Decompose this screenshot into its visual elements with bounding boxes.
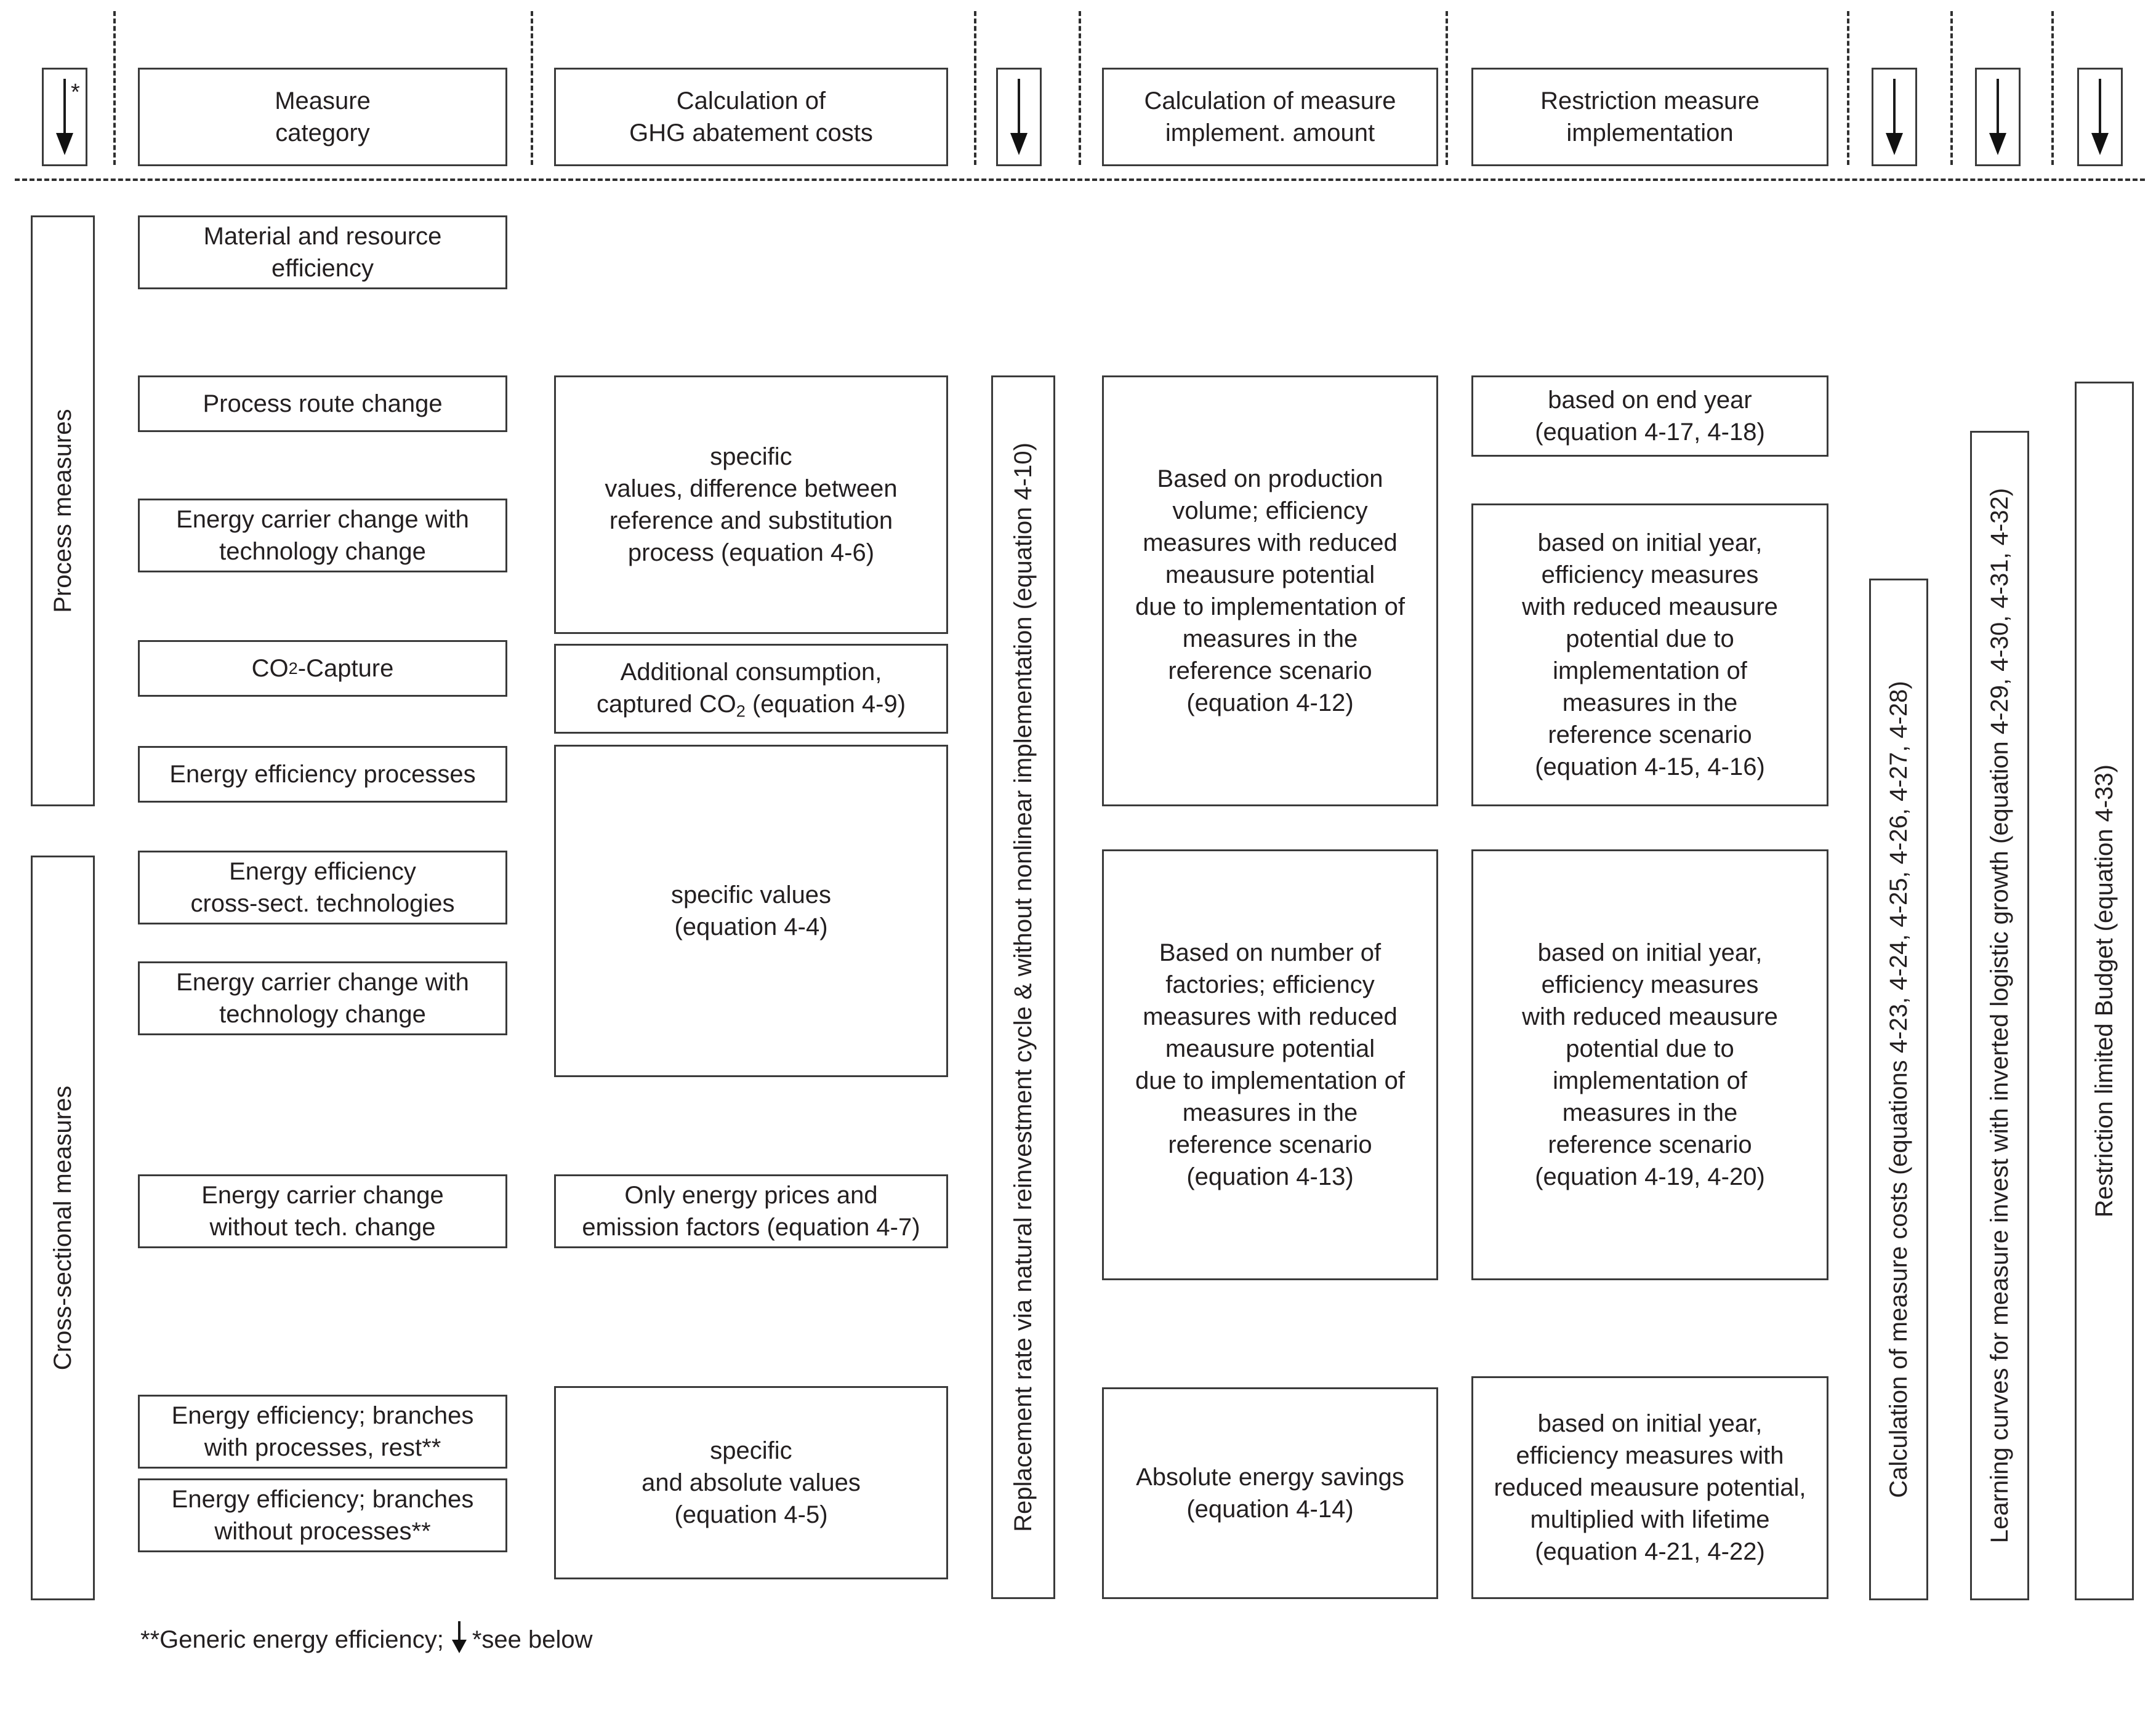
header-arrow-5-box xyxy=(2077,68,2123,166)
measure-costs-label: Calculation of measure costs (equations … xyxy=(1885,681,1912,1498)
footnote-down-arrow-icon xyxy=(450,1620,469,1659)
header-arrow-4-box xyxy=(1975,68,2021,166)
measure-category-energy-efficiency-processes[interactable]: Energy efficiency processes xyxy=(138,746,507,803)
replacement-rate-label: Replacement rate via natural reinvestmen… xyxy=(1010,443,1037,1532)
header-arrow-star-box: * xyxy=(42,68,87,166)
ghg-cost-additional-consumption-captured-co2[interactable]: Additional consumption,captured CO2 (equ… xyxy=(554,644,948,734)
restriction-based-on-initial-year-4-15[interactable]: based on initial year, efficiency measur… xyxy=(1471,503,1828,806)
header-measure-implement-amount: Calculation of measure implement. amount xyxy=(1102,68,1438,166)
column-separator-3 xyxy=(974,11,976,165)
header-bottom-separator xyxy=(15,178,2145,181)
asterisk-note: * xyxy=(71,79,80,105)
measure-category-material-resource-efficiency[interactable]: Material and resource efficiency xyxy=(138,215,507,289)
implement-amount-based-on-number-of-factories[interactable]: Based on number of factories; efficiency… xyxy=(1102,849,1438,1280)
group-label-cross-sectional-measures: Cross-sectional measures xyxy=(49,1085,76,1371)
column-separator-5 xyxy=(1446,11,1448,165)
restriction-limited-budget-label: Restriction limited Budget (equation 4-3… xyxy=(2091,764,2118,1217)
ghg-cost-only-energy-prices[interactable]: Only energy prices and emission factors … xyxy=(554,1174,948,1248)
footnote-text-before: **Generic energy efficiency; xyxy=(140,1626,444,1653)
implement-amount-based-on-production-volume[interactable]: Based on production volume; efficiency m… xyxy=(1102,375,1438,806)
column-separator-8 xyxy=(2051,11,2054,165)
column-separator-2 xyxy=(531,11,533,165)
measure-category-energy-carrier-change-with-tech-2[interactable]: Energy carrier change with technology ch… xyxy=(138,961,507,1035)
column-separator-4 xyxy=(1079,11,1081,165)
restriction-based-on-end-year[interactable]: based on end year (equation 4-17, 4-18) xyxy=(1471,375,1828,457)
header-ghg-abatement-costs: Calculation of GHG abatement costs xyxy=(554,68,948,166)
measure-category-process-route-change[interactable]: Process route change xyxy=(138,375,507,432)
group-band-process-measures: Process measures xyxy=(31,215,95,806)
header-measure-category: Measure category xyxy=(138,68,507,166)
measure-category-energy-efficiency-branches-with-processes[interactable]: Energy efficiency; branches with process… xyxy=(138,1395,507,1469)
replacement-rate-column: Replacement rate via natural reinvestmen… xyxy=(991,375,1055,1599)
measure-category-energy-carrier-change-without-tech[interactable]: Energy carrier change without tech. chan… xyxy=(138,1174,507,1248)
ghg-cost-specific-and-absolute-values[interactable]: specific and absolute values (equation 4… xyxy=(554,1386,948,1579)
header-restriction-measure-implementation: Restriction measure implementation xyxy=(1471,68,1828,166)
group-label-process-measures: Process measures xyxy=(49,409,76,613)
header-arrow-2-box xyxy=(996,68,1042,166)
measure-costs-column: Calculation of measure costs (equations … xyxy=(1869,579,1928,1600)
restriction-limited-budget-column: Restriction limited Budget (equation 4-3… xyxy=(2075,382,2134,1600)
ghg-cost-specific-values-eq-4-4[interactable]: specific values (equation 4-4) xyxy=(554,745,948,1077)
footnote-row: **Generic energy efficiency; *see below xyxy=(140,1620,593,1659)
measure-category-energy-efficiency-branches-without-processes[interactable]: Energy efficiency; branches without proc… xyxy=(138,1478,507,1552)
implement-amount-absolute-energy-savings[interactable]: Absolute energy savings (equation 4-14) xyxy=(1102,1387,1438,1599)
column-separator-6 xyxy=(1847,11,1849,165)
restriction-based-on-initial-year-4-21[interactable]: based on initial year, efficiency measur… xyxy=(1471,1376,1828,1599)
group-band-cross-sectional-measures: Cross-sectional measures xyxy=(31,856,95,1600)
footnote-text-after: *see below xyxy=(472,1626,593,1653)
ghg-cost-specific-values-difference[interactable]: specific values, difference between refe… xyxy=(554,375,948,634)
learning-curves-label: Learning curves for measure invest with … xyxy=(1986,487,2013,1544)
column-separator-7 xyxy=(1950,11,1953,165)
measure-category-energy-carrier-change-with-tech-1[interactable]: Energy carrier change with technology ch… xyxy=(138,499,507,572)
header-arrow-3-box xyxy=(1872,68,1917,166)
restriction-based-on-initial-year-4-19[interactable]: based on initial year, efficiency measur… xyxy=(1471,849,1828,1280)
column-separator-1 xyxy=(113,11,116,165)
measure-category-energy-efficiency-cross-sect[interactable]: Energy efficiency cross-sect. technologi… xyxy=(138,851,507,924)
learning-curves-column: Learning curves for measure invest with … xyxy=(1970,431,2029,1600)
